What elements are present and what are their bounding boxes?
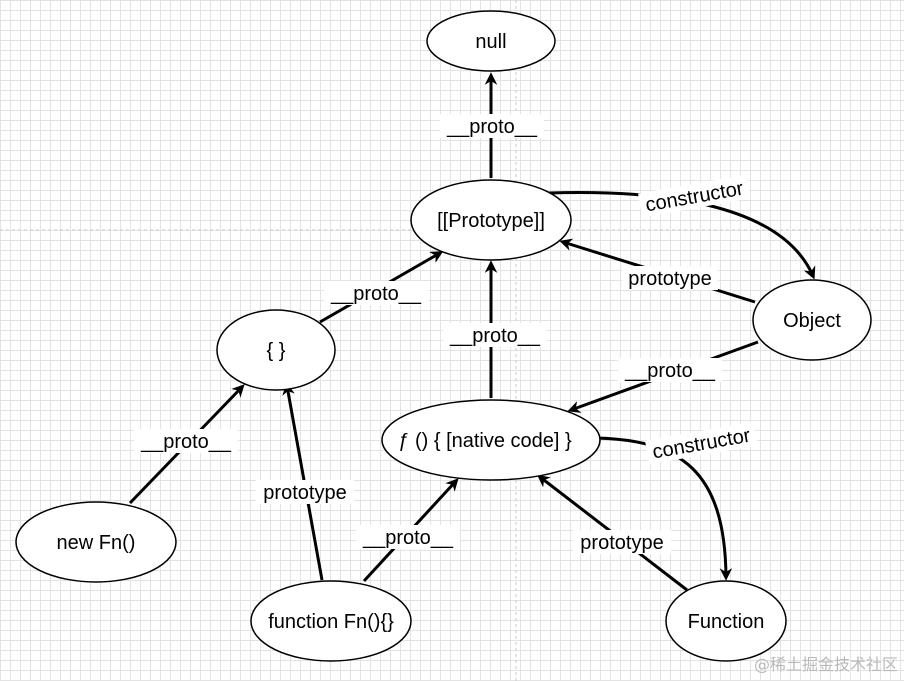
svg-text:constructor: constructor: [651, 425, 753, 464]
node-object-constructor[interactable]: Object: [752, 279, 872, 361]
svg-text:__proto__: __proto__: [140, 431, 232, 453]
svg-text:function Fn(){}: function Fn(){}: [268, 611, 394, 633]
edge-label-object-to-native: __proto__: [618, 358, 722, 382]
svg-text:[[Prototype]]: [[Prototype]]: [437, 210, 545, 232]
node-new-fn-instance[interactable]: new Fn(): [15, 501, 177, 583]
node-function-constructor[interactable]: Function: [665, 580, 787, 662]
edge-native-to-function[interactable]: [595, 436, 733, 581]
svg-text:ƒ () { [native code] }: ƒ () { [native code] }: [398, 430, 572, 452]
edge-label-object-to-prototype: prototype: [622, 266, 718, 290]
node-native-function[interactable]: ƒ () { [native code] }: [381, 399, 601, 481]
edge-label-new-to-empty: __proto__: [134, 429, 238, 453]
edge-label-proto-to-null: __proto__: [440, 114, 544, 138]
node-empty-object[interactable]: { }: [216, 309, 336, 391]
edge-label-native-to-prototype: __proto__: [443, 323, 547, 347]
edge-label-empty-to-prototype: __proto__: [324, 281, 428, 305]
svg-text:__proto__: __proto__: [449, 325, 541, 347]
edge-label-fnfn-to-empty: prototype: [256, 480, 354, 504]
edge-label-fnfn-to-native: __proto__: [356, 525, 460, 549]
svg-text:prototype: prototype: [263, 482, 346, 504]
svg-text:new Fn(): new Fn(): [57, 532, 136, 554]
node-function-fn[interactable]: function Fn(){}: [250, 580, 412, 662]
svg-text:prototype: prototype: [580, 532, 663, 554]
svg-text:__proto__: __proto__: [362, 527, 454, 549]
node-null[interactable]: null: [426, 10, 556, 72]
svg-text:prototype: prototype: [628, 268, 711, 290]
svg-text:__proto__: __proto__: [330, 283, 422, 305]
svg-text:null: null: [475, 31, 506, 53]
edge-label-native-to-function: constructor: [645, 421, 758, 465]
svg-text:Object: Object: [783, 310, 841, 332]
svg-text:__proto__: __proto__: [446, 116, 538, 138]
node-prototype-object[interactable]: [[Prototype]]: [410, 179, 572, 261]
svg-text:Function: Function: [688, 611, 765, 633]
edge-label-function-to-native: prototype: [573, 530, 671, 554]
svg-text:{ }: { }: [267, 340, 286, 362]
watermark: @稀土掘金技术社区: [753, 655, 898, 674]
svg-text:__proto__: __proto__: [624, 360, 716, 382]
